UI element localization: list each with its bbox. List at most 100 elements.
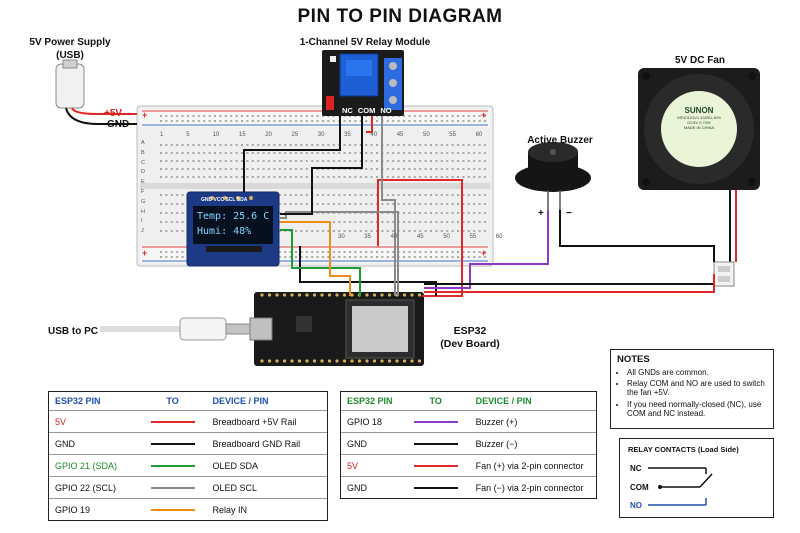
device-cell: Fan (−) via 2-pin connector <box>469 476 596 498</box>
oled-pins-label: GND VCC SCL SDA <box>201 197 248 203</box>
breadboard-bottom-number: 45 <box>416 234 424 240</box>
breadboard-column-number: 1 <box>160 132 164 138</box>
table-row: GPIO 22 (SCL) OLED SCL <box>49 476 327 499</box>
wire-color-cell <box>401 454 470 477</box>
relay-contacts-box: RELAY CONTACTS (Load Side) NC COM NO <box>619 438 774 518</box>
breadboard-column-number: 20 <box>265 132 272 138</box>
breadboard-column-number: 50 <box>423 132 430 138</box>
relay-module <box>322 50 404 116</box>
breadboard-row-letter: J <box>141 228 144 235</box>
breadboard-row-letter: F <box>141 188 145 195</box>
breadboard-column-number: 60 <box>475 132 483 138</box>
breadboard-bottom-number: 30 <box>338 234 345 240</box>
plus5v-label: +5V <box>104 108 123 119</box>
relay-contacts-schematic <box>648 467 713 506</box>
wire-color-swatch <box>150 464 195 467</box>
wire-color-swatch <box>413 486 458 489</box>
pin-cell: 5V <box>341 454 402 477</box>
relay-contact-nc: NC <box>630 464 642 473</box>
relay-contact-no: NO <box>630 501 642 510</box>
col-header-esp32-pin: ESP32 PIN <box>347 396 393 406</box>
page-title: PIN TO PIN DIAGRAM <box>297 6 503 27</box>
col-header-device: DEVICE / PIN <box>212 396 269 406</box>
wire-color-swatch <box>150 486 195 489</box>
pin-cell: GND <box>341 476 402 498</box>
breadboard-column-number: 10 <box>212 132 220 138</box>
relay-pin-labels: NC COM NO <box>342 106 392 115</box>
breadboard-column-number: 5 <box>186 132 190 138</box>
pin-cell: GPIO 21 (SDA) <box>49 454 139 477</box>
breadboard-row-letter: D <box>141 169 145 176</box>
breadboard-bottom-number: 40 <box>390 234 398 240</box>
breadboard-column-number: 55 <box>449 132 456 138</box>
note-item: All GNDs are common. <box>627 368 767 377</box>
usb-power-plug-icon <box>55 59 137 125</box>
col-header-to: TO <box>429 396 442 406</box>
breadboard-row-letter: H <box>141 208 145 215</box>
breadboard-column-number: 35 <box>344 132 351 138</box>
device-cell: OLED SDA <box>206 454 327 477</box>
wire-color-cell <box>401 410 470 433</box>
note-item: Relay COM and NO are used to switch the … <box>627 379 767 397</box>
buzzer-icon <box>515 142 591 210</box>
note-item: If you need normally-closed (NC), use CO… <box>627 400 767 418</box>
notes-box: NOTES All GNDs are common. Relay COM and… <box>610 349 774 429</box>
pin-cell: GPIO 18 <box>341 410 402 433</box>
breadboard-bottom-number: 50 <box>443 234 450 240</box>
usb-cable-plug <box>179 317 227 341</box>
col-header-device: DEVICE / PIN <box>475 396 532 406</box>
wire-color-cell <box>138 454 207 477</box>
gnd-label: GND <box>107 119 130 130</box>
svg-text:+: + <box>481 248 486 258</box>
pin-cell: 5V <box>49 410 139 433</box>
device-cell: Relay IN <box>206 498 327 520</box>
pin-cell: GND <box>49 432 139 455</box>
relay-pin-nc: NC <box>342 106 353 115</box>
col-header-to: TO <box>166 396 179 406</box>
relay-pin-no: NO <box>380 106 392 115</box>
wire-color-swatch <box>413 464 458 467</box>
wire-color-swatch <box>150 442 195 445</box>
power-supply-label: 5V Power Supply (USB) <box>29 37 111 61</box>
pin-cell: GND <box>341 432 402 455</box>
breadboard-row-letter: B <box>141 149 145 156</box>
fan-label: 5V DC Fan <box>674 55 725 66</box>
wire-color-cell <box>138 410 207 433</box>
fan-connector <box>713 261 735 287</box>
device-cell: Breadboard +5V Rail <box>206 410 327 433</box>
buzzer-label: Active Buzzer <box>527 135 593 146</box>
oled-humi-text: Humi: 48% <box>197 226 252 237</box>
wire-color-cell <box>138 432 207 455</box>
breadboard-row-letter: A <box>141 140 145 146</box>
device-cell: OLED SCL <box>206 476 327 499</box>
breadboard-bottom-number: 60 <box>495 234 503 240</box>
oled-temp-text: Temp: 25.6 C <box>197 211 270 222</box>
wire-color-swatch <box>413 420 458 423</box>
wire-color-cell <box>138 476 207 499</box>
buzzer-plus-label: + <box>538 208 544 219</box>
breadboard-column-number: 25 <box>291 132 299 138</box>
breadboard-bottom-number: 35 <box>364 234 371 240</box>
relay-module-label: 1-Channel 5V Relay Module <box>299 37 431 48</box>
breadboard-column-number: 40 <box>370 132 378 138</box>
table-row: 5V Breadboard +5V Rail <box>49 410 327 433</box>
relay-contact-com: COM <box>630 483 649 492</box>
pin-cell: GPIO 22 (SCL) <box>49 476 139 499</box>
svg-text:+: + <box>142 248 147 258</box>
notes-title: NOTES <box>617 354 650 365</box>
fan-icon <box>638 68 760 262</box>
wire-color-cell <box>401 476 470 498</box>
svg-text:+: + <box>142 110 147 120</box>
breadboard-column-number: 45 <box>396 132 404 138</box>
breadboard-bottom-number: 55 <box>469 234 477 240</box>
wires <box>243 116 715 297</box>
relay-pin-com: COM <box>357 106 376 115</box>
fan-sticker: SUNON MF40101V1-1000U-A99 DC5V 0.72W MAD… <box>677 106 721 130</box>
